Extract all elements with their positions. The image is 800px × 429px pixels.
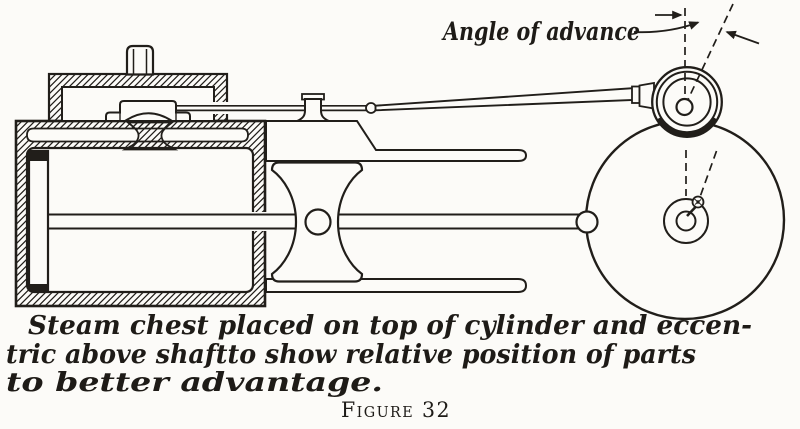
rod-guide-pedestal <box>296 93 330 122</box>
crosshead <box>270 161 364 283</box>
caption-line-2: tric above shaftto show relative positio… <box>6 340 696 370</box>
valve-stem-guide <box>125 44 155 76</box>
caption-line-1: Steam chest placed on top of cylinder an… <box>28 311 752 341</box>
caption: Steam chest placed on top of cylinder an… <box>6 311 752 398</box>
valve-rod <box>176 104 368 112</box>
slide-valve <box>105 100 191 122</box>
eccentric-shaft-center <box>675 97 694 117</box>
cylinder-bore <box>25 146 255 294</box>
curved-label-arrow <box>633 21 700 34</box>
caption-line-3: to better advantage. <box>6 368 383 398</box>
piston <box>27 149 50 292</box>
eccentric-rod <box>374 81 655 112</box>
shaft-center <box>675 210 697 232</box>
steam-passage <box>26 127 249 143</box>
right-arrow <box>725 30 760 45</box>
advance-line <box>687 3 734 100</box>
annotation-arrows <box>633 10 760 45</box>
flywheel <box>584 119 786 321</box>
connecting-rod-joint <box>575 210 599 234</box>
wrist-pin <box>304 208 332 236</box>
crank-pin <box>691 195 705 209</box>
angle-reference-lines <box>684 3 734 100</box>
rod-joint <box>365 102 377 114</box>
steam-port <box>121 121 179 151</box>
eccentric <box>651 66 723 138</box>
figure-label: Figure 32 <box>341 398 451 423</box>
top-guide-bar <box>265 120 528 162</box>
angle-of-advance-label: Angle of advance <box>441 17 640 46</box>
